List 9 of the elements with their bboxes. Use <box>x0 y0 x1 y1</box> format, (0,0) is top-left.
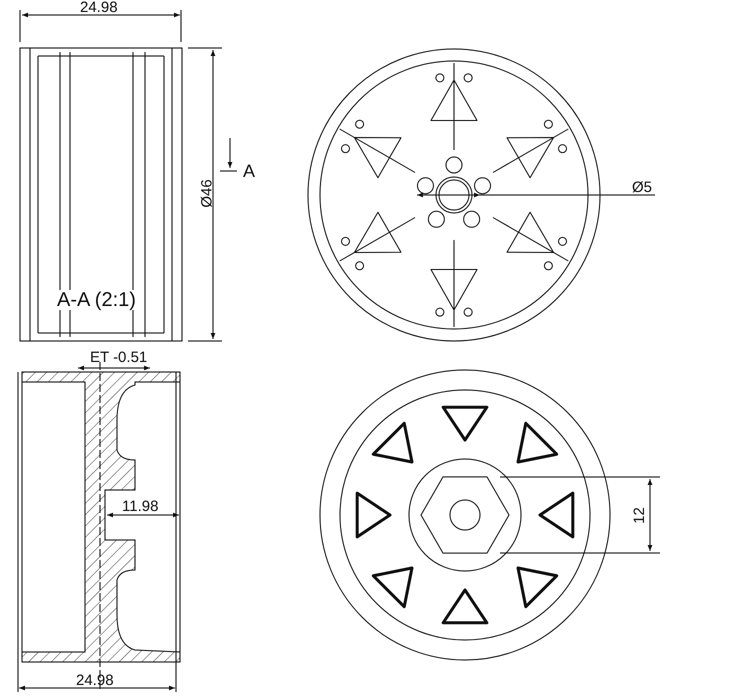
dimension-label: 24.98 <box>80 0 118 15</box>
dimension-label: A <box>243 162 256 180</box>
dimension-label: A-A (2:1) <box>57 290 136 310</box>
dimension-label: Ø46 <box>200 179 215 208</box>
dimension-label: 24.98 <box>76 673 114 688</box>
dimension-label: ET -0.51 <box>90 350 148 365</box>
dimension-label: Ø5 <box>632 180 652 195</box>
dimension-label: 11.98 <box>122 499 158 514</box>
dimension-label: 12 <box>632 507 647 524</box>
